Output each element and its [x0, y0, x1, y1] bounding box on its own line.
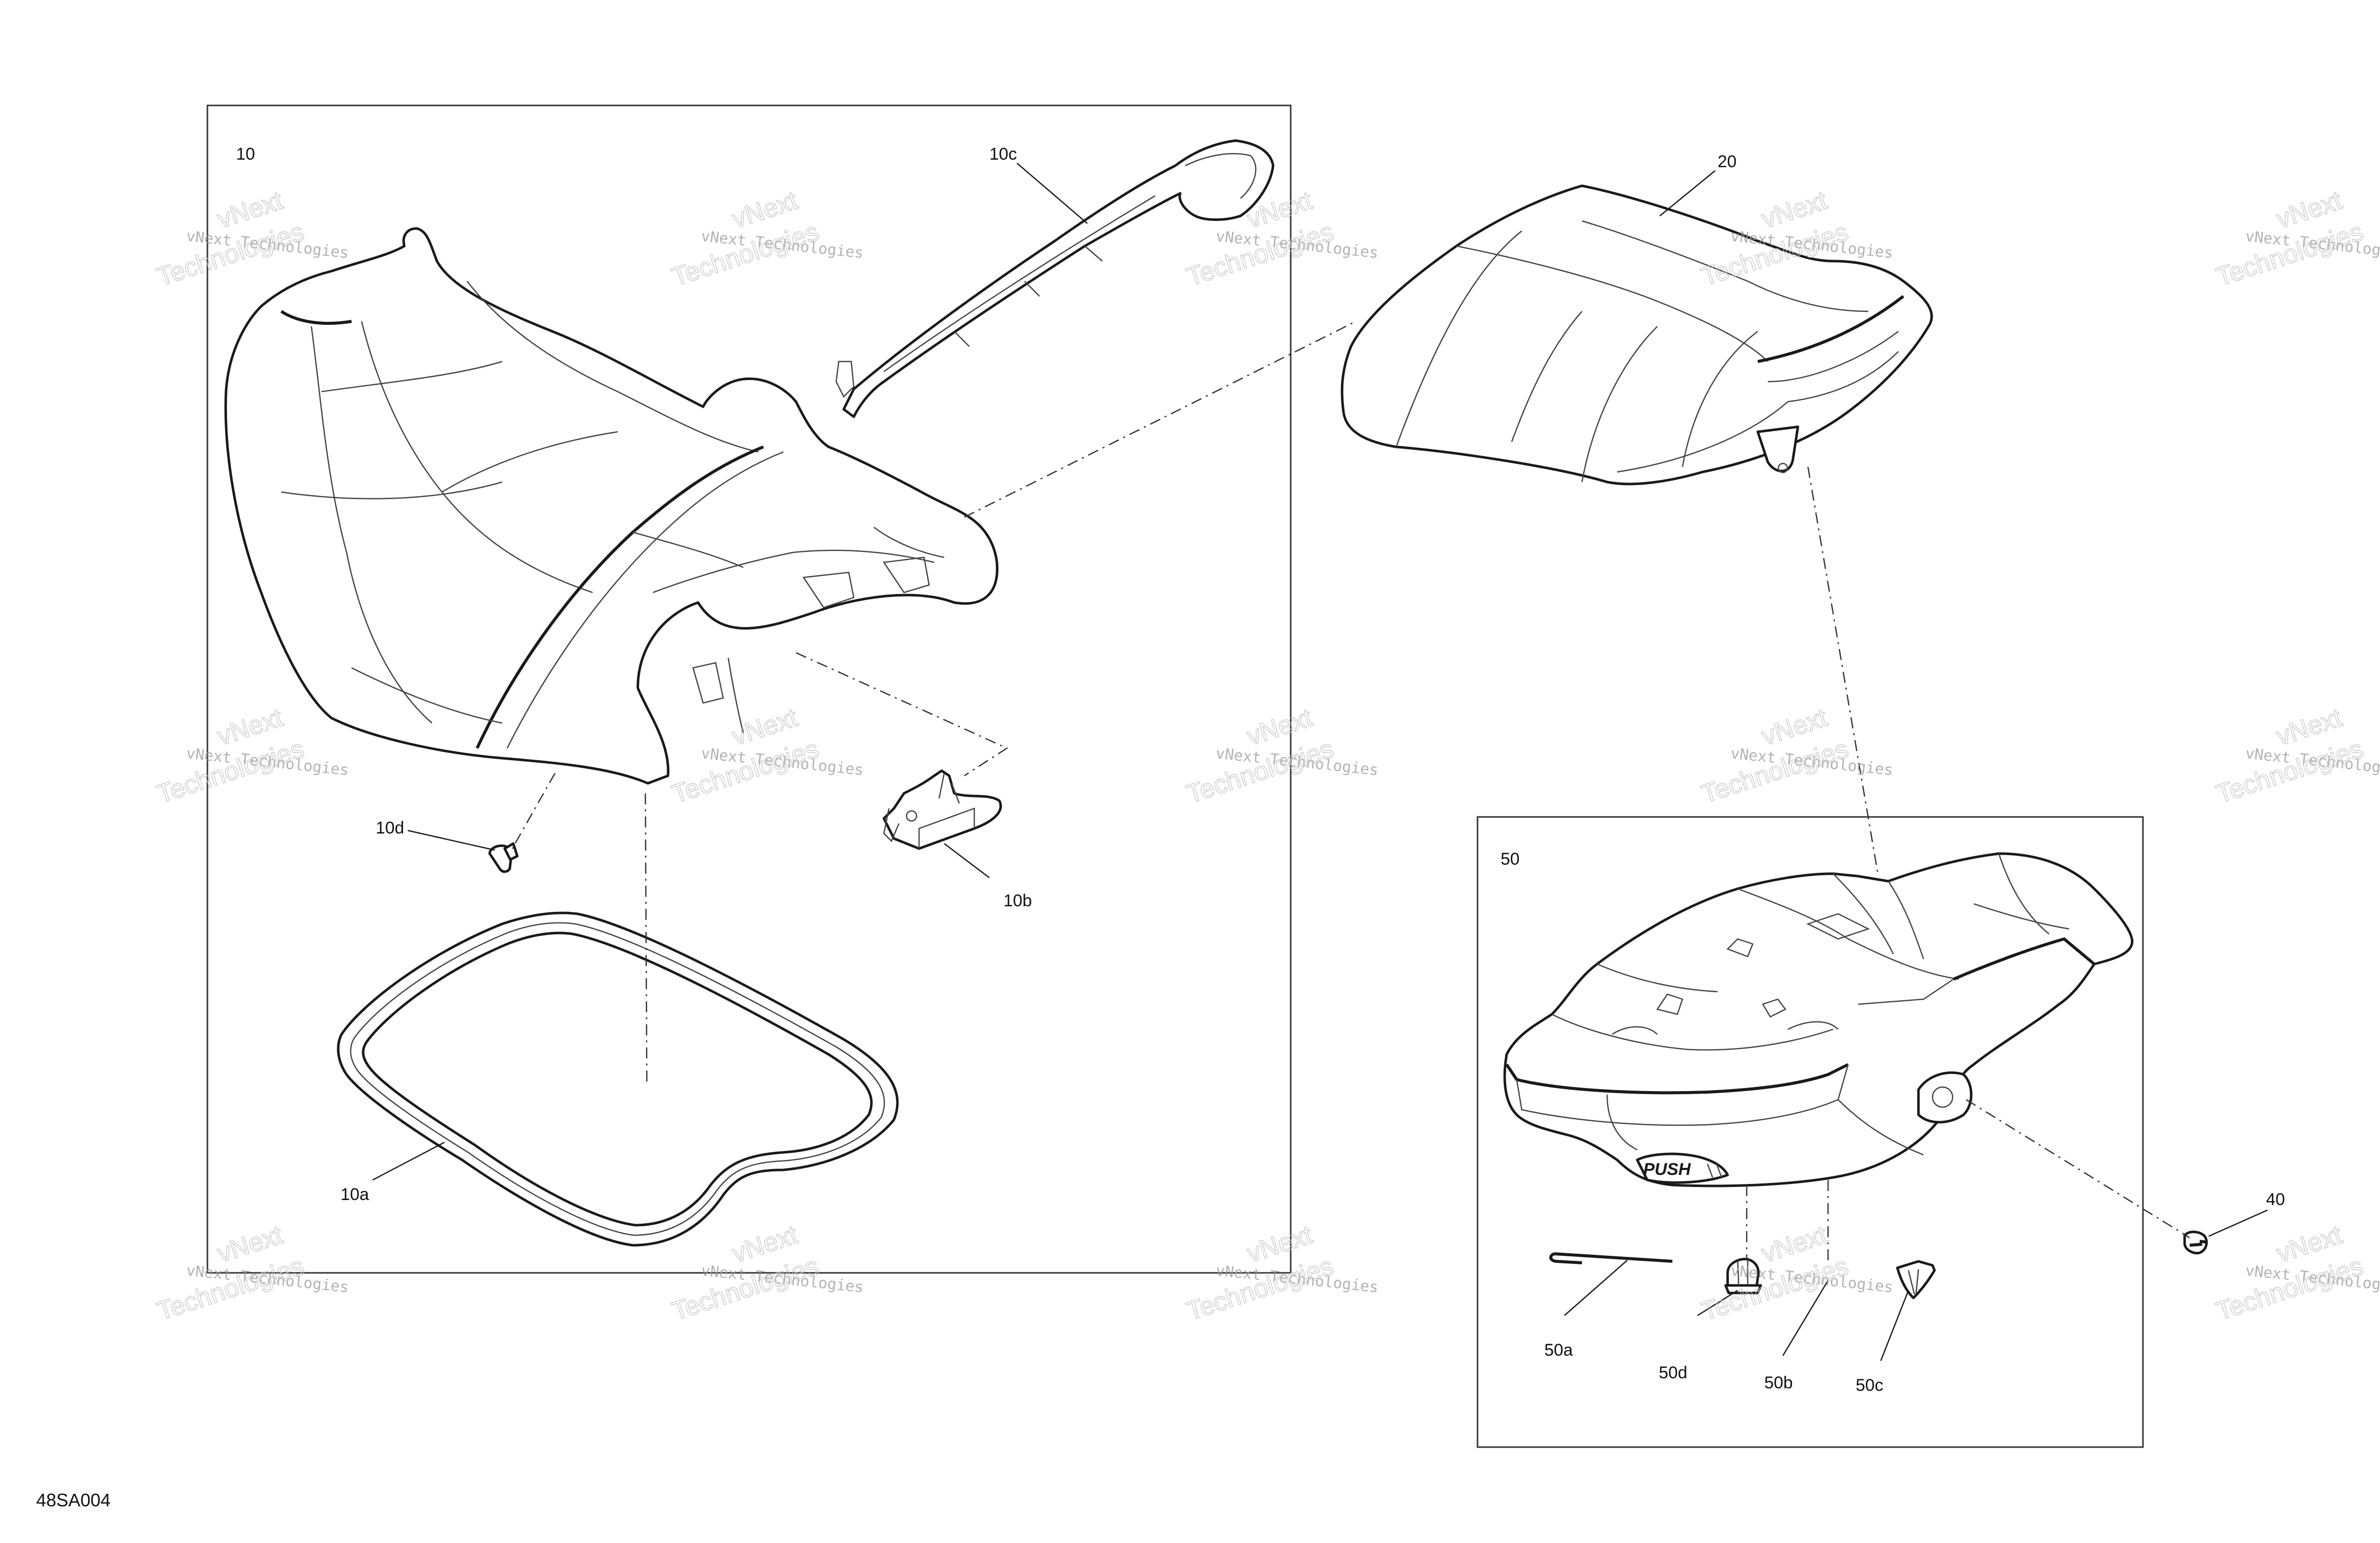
- callout-50a: 50a: [1544, 1341, 1573, 1360]
- push-label: PUSH: [1643, 1160, 1691, 1179]
- screw-part-40: [2183, 1231, 2208, 1255]
- drawing-code: 48SA004: [36, 1490, 110, 1510]
- rivet-part-10d: [488, 842, 519, 873]
- callout-10a: 10a: [341, 1185, 369, 1204]
- seat-part-10: [224, 227, 999, 785]
- leader-lines: [372, 163, 2268, 1361]
- callout-40: 40: [2266, 1190, 2285, 1209]
- watermark-15: vNext vNext Technologies Technologies: [2212, 1220, 2380, 1327]
- seat-part-20: [1340, 184, 1933, 486]
- callout-10c: 10c: [989, 145, 1017, 164]
- latch-part-10b: [882, 769, 1002, 850]
- watermark-2: vNext vNext Technologies Technologies: [668, 185, 864, 292]
- base-part-50: PUSH: [1503, 852, 2134, 1188]
- rod-part-50a: [1549, 1252, 1673, 1264]
- callout-labels: 10 10c 20 10d 10b 10a 50 40 50a 50d 50b …: [236, 145, 2285, 1395]
- gasket-part-10a: [336, 911, 899, 1247]
- watermark-8: vNext vNext Technologies Technologies: [1183, 702, 1379, 809]
- strap-part-10c: [835, 139, 1275, 418]
- callout-50c: 50c: [1856, 1376, 1883, 1395]
- callout-10b: 10b: [1003, 891, 1032, 910]
- callout-10: 10: [236, 145, 255, 164]
- assembly-lines: [511, 320, 2190, 1265]
- watermark-6: vNext vNext Technologies Technologies: [153, 702, 350, 809]
- clip-part-50d: [1724, 1257, 1762, 1294]
- watermark-5: vNext vNext Technologies Technologies: [2212, 185, 2380, 292]
- callout-50d: 50d: [1659, 1363, 1687, 1382]
- plug-part-50c: [1896, 1260, 1936, 1299]
- callout-50b: 50b: [1764, 1373, 1793, 1392]
- callout-20: 20: [1718, 152, 1737, 171]
- callout-50: 50: [1501, 850, 1520, 869]
- group-box-10: [206, 104, 1292, 1274]
- callout-10d: 10d: [376, 818, 404, 838]
- group-box-50: [1477, 816, 2144, 1448]
- watermark-10: vNext vNext Technologies Technologies: [2212, 702, 2380, 809]
- watermark-7: vNext vNext Technologies Technologies: [668, 702, 864, 809]
